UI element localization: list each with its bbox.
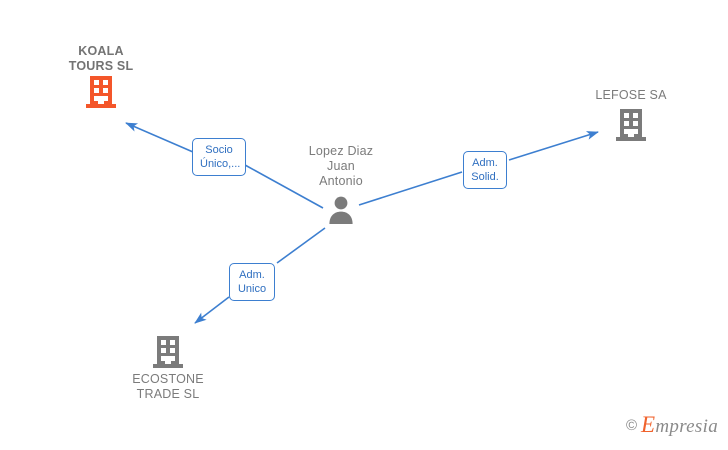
node-label-koala-tours-sl: KOALA TOURS SL <box>68 44 134 73</box>
brand-initial: E <box>641 412 656 437</box>
node-lopez-diaz-juan-antonio[interactable]: Lopez Diaz Juan Antonio <box>261 144 421 224</box>
building-icon <box>153 336 183 368</box>
edge-chip-socio-unico[interactable]: Socio Único,... <box>192 138 246 176</box>
person-icon <box>329 196 353 224</box>
brand-name: Empresia <box>641 412 718 438</box>
edge-person-to-ecostone <box>194 227 326 324</box>
node-label-lefose-sa: LEFOSE SA <box>595 88 667 102</box>
building-icon <box>616 109 646 141</box>
node-koala-tours-sl[interactable]: KOALA TOURS SL <box>21 44 181 108</box>
node-label-lopez-diaz-juan-antonio: Lopez Diaz Juan Antonio <box>308 144 374 188</box>
brand-rest: mpresia <box>655 416 718 437</box>
node-lefose-sa[interactable]: LEFOSE SA <box>551 88 711 141</box>
edge-chip-adm-solid[interactable]: Adm. Solid. <box>463 151 507 189</box>
empresia-watermark: © Empresia <box>626 412 718 438</box>
node-label-ecostone-trade-sl: ECOSTONE TRADE SL <box>132 372 204 401</box>
edge-person-to-lefose <box>358 131 599 206</box>
copyright-icon: © <box>625 416 638 434</box>
building-icon <box>86 76 116 108</box>
edge-person-to-koala <box>125 122 324 209</box>
edge-chip-adm-unico[interactable]: Adm. Unico <box>229 263 275 301</box>
node-ecostone-trade-sl[interactable]: ECOSTONE TRADE SL <box>88 334 248 402</box>
